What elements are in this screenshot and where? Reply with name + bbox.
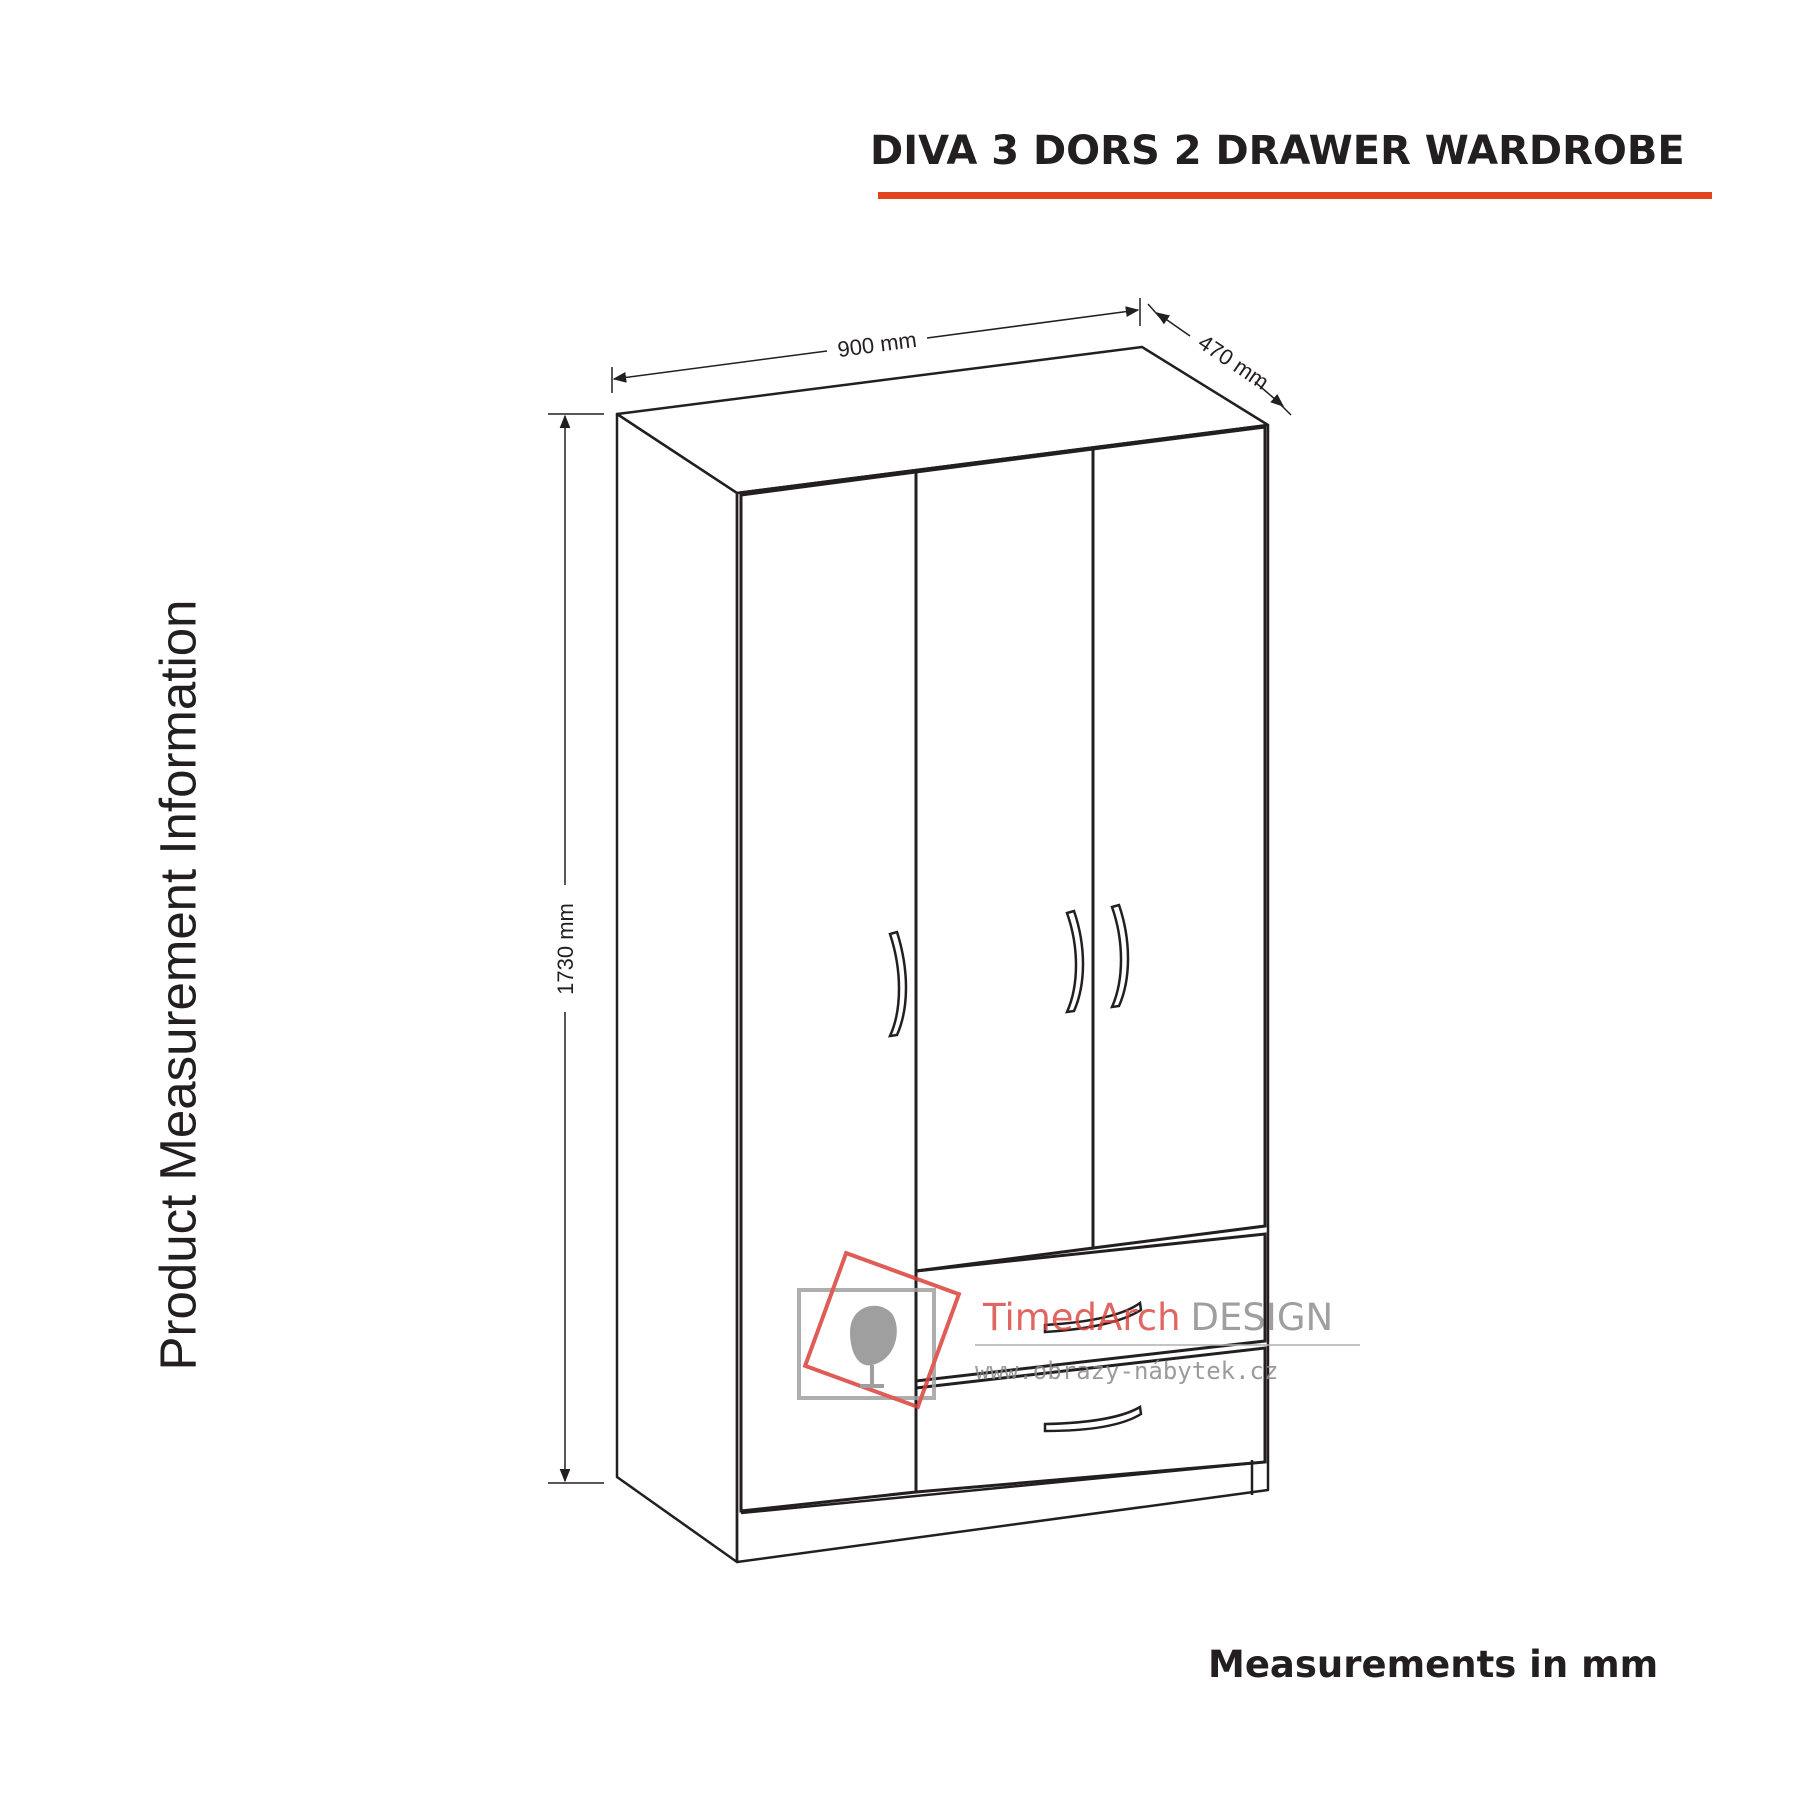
egg-chair-icon	[850, 1305, 897, 1366]
wardrobe-front-frame	[735, 423, 1270, 1564]
watermark-frame-gray	[797, 1288, 936, 1400]
watermark-brand-part2: DESIGN	[1191, 1296, 1334, 1339]
door-left	[739, 470, 918, 1513]
door-right	[1091, 425, 1267, 1250]
product-title: DIVA 3 DORS 2 DRAWER WARDROBE	[870, 128, 1685, 174]
handles	[887, 903, 1143, 1433]
title-accent-rule	[878, 192, 1712, 199]
drawer-top-handle	[1043, 1300, 1143, 1334]
dimension-depth-label: 470 mm	[1194, 329, 1274, 394]
wardrobe-top-face	[615, 345, 1270, 495]
wardrobe-body	[615, 345, 1270, 1564]
door-middle	[914, 447, 1095, 1273]
door-middle-handle	[1064, 909, 1085, 1014]
watermark-url: www.obrazy-nábytek.cz	[975, 1357, 1278, 1385]
door-left-handle	[887, 930, 908, 1038]
measurements-note: Measurements in mm	[1208, 1643, 1659, 1686]
dimension-depth	[1147, 303, 1292, 416]
watermark-brand-part1: TimedArch	[982, 1296, 1181, 1339]
drawer-bottom-handle	[1043, 1404, 1143, 1433]
wardrobe-drawers	[914, 1232, 1267, 1494]
wardrobe-side-panel	[615, 412, 739, 1564]
wardrobe-doors	[739, 425, 1267, 1513]
dimension-width-label: 900 mm	[836, 327, 918, 362]
dimension-height-label: 1730 mm	[553, 903, 578, 995]
dimension-height	[548, 413, 604, 1484]
door-right-handle	[1109, 903, 1130, 1009]
drawer-bottom	[914, 1346, 1267, 1494]
watermark-logo	[797, 1250, 962, 1410]
drawer-top	[914, 1232, 1267, 1383]
dimension-width	[611, 298, 1141, 393]
